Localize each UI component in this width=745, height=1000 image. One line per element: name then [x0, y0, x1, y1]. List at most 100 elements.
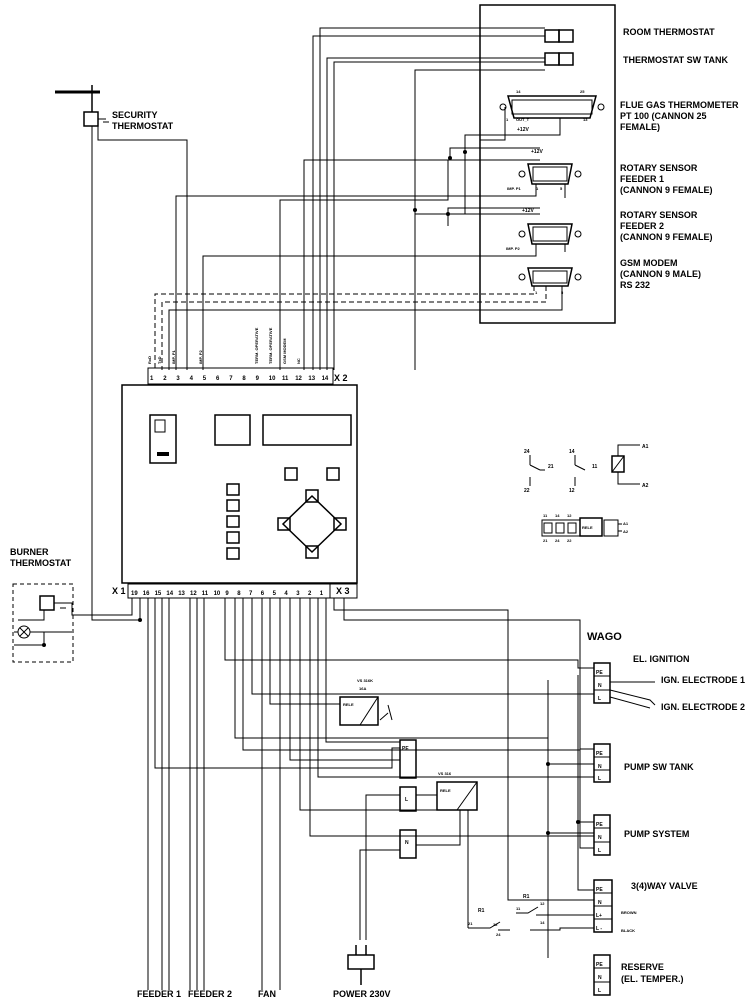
pump-sys-n: N: [598, 835, 602, 841]
x1-pin-2: 2: [308, 591, 312, 597]
power-wires: [147, 598, 656, 990]
rotary-feeder2-connector: [518, 223, 582, 245]
relay-bottom-24: 24: [555, 538, 560, 543]
r1b-11: 11: [516, 906, 521, 911]
x1-pin-14: 14: [166, 591, 173, 597]
vs316k-line2: 16A: [359, 686, 366, 691]
relay-bottom-22: 22: [567, 538, 572, 543]
gsm-modem-line3: RS 232: [620, 280, 650, 290]
x2-pin-9: 9: [256, 376, 260, 382]
x2-signal-rxd: RxD: [147, 356, 152, 364]
relay-socket-block: [541, 517, 622, 537]
relay-12: 12: [569, 488, 575, 494]
rotary-feeder2-line3: (CANNON 9 FEMALE): [620, 232, 713, 242]
black-label: BLACK: [621, 928, 635, 933]
x1-label: X 1: [112, 586, 126, 596]
ign-electrode2-label: IGN. ELECTRODE 2: [661, 702, 745, 712]
x1-pin-10: 10: [214, 591, 221, 597]
r1a-22: 22: [493, 922, 498, 927]
relay-top-14: 14: [555, 513, 560, 518]
r1-label-b: R1: [523, 894, 530, 900]
valve-pe: PE: [596, 887, 603, 893]
vs316-label: VS 316: [438, 771, 452, 776]
controller-keypad-diamond[interactable]: [277, 467, 347, 559]
relay-block-a2: A2: [623, 529, 629, 534]
x1-pin-19: 19: [131, 591, 138, 597]
x2-signal-term-op1: TERM. OPERATIVE: [254, 327, 259, 364]
relay-block-rele: RELE: [582, 525, 593, 530]
x2-signal-imp-p2: IMP. P2: [198, 350, 203, 364]
burner-thermostat-line1: BURNER: [10, 547, 49, 557]
fan-label: FAN: [258, 989, 276, 999]
relay-top-11: 11: [543, 513, 548, 518]
x1-pin-4: 4: [284, 591, 288, 597]
vs316-rele: RELE: [440, 788, 451, 793]
x1-pin-8: 8: [237, 591, 241, 597]
gsm-pin1: 1: [535, 290, 538, 295]
reserve-line1: RESERVE: [621, 962, 664, 972]
imp-p1-connector-label: IMP. P1: [507, 186, 521, 191]
x2-signal-txd: TxD: [157, 356, 162, 364]
reserve-l: L: [598, 988, 601, 994]
gsm-modem-line2: (CANNON 9 MALE): [620, 269, 701, 279]
burner-wires: [14, 598, 142, 647]
r1a-24: 24: [496, 932, 501, 937]
pump-sys-l: L: [598, 848, 601, 854]
feeder2-label: FEEDER 2: [188, 989, 232, 999]
flue-pin-14: 14: [516, 89, 521, 94]
rotary-feeder1-connector: [518, 163, 582, 185]
rotary-feeder2-line1: ROTARY SENSOR: [620, 210, 698, 220]
r1a-21: 21: [468, 921, 473, 926]
internal-terminal-blocks: [399, 739, 417, 859]
x2-signal-imp-p1: IMP. P1: [171, 350, 176, 364]
controller-buttons-left[interactable]: [226, 483, 240, 560]
pump-sw-tank-label: PUMP SW TANK: [624, 762, 694, 772]
x2-pin-11: 11: [282, 376, 289, 382]
flue-pin-13: 13: [583, 117, 588, 122]
vs316k-rele: RELE: [343, 702, 354, 707]
flue-pin-1: 1: [506, 117, 509, 122]
relay-block-a1: A1: [623, 521, 629, 526]
wago-valve-terminals: [593, 879, 613, 933]
plus12v-label-2: +12V: [531, 149, 543, 155]
x2-pin-2: 2: [163, 376, 167, 382]
security-thermostat-line2: THERMOSTAT: [112, 121, 174, 131]
x1-pin-5: 5: [273, 591, 277, 597]
pump-sw-pe: PE: [596, 751, 603, 757]
r1-label-a: R1: [478, 908, 485, 914]
room-thermostat-label: ROOM THERMOSTAT: [623, 27, 715, 37]
x2-pin-14: 14: [322, 376, 329, 382]
flue-gas-line3: FEMALE): [620, 122, 660, 132]
x2-label: X 2: [334, 373, 348, 383]
relay-a2: A2: [642, 483, 649, 489]
reserve-pe: PE: [596, 962, 603, 968]
rotary-feeder1-line1: ROTARY SENSOR: [620, 163, 698, 173]
ign-l: L: [598, 696, 601, 702]
x1-pin-7: 7: [249, 591, 253, 597]
x1-pin-13: 13: [178, 591, 185, 597]
reserve-n: N: [598, 975, 602, 981]
plus12v-label-3: +12V: [522, 208, 534, 214]
x1-pin-1: 1: [320, 591, 324, 597]
relay-21: 21: [548, 464, 554, 470]
x2-pin-1: 1: [150, 376, 154, 382]
security-thermostat-line1: SECURITY: [112, 110, 158, 120]
int-l: L: [405, 797, 408, 803]
x1-pin-9: 9: [225, 591, 229, 597]
vs316k-line1: VS 316K: [357, 678, 373, 683]
relay-11: 11: [592, 464, 598, 470]
signal-wires: [91, 27, 566, 621]
sw-tank-thermostat-terminal: [544, 52, 574, 66]
x3-label: X 3: [336, 586, 350, 596]
int-n: N: [405, 840, 409, 846]
feeder1-label: FEEDER 1: [137, 989, 181, 999]
thermostat-sw-tank-label: THERMOSTAT SW TANK: [623, 55, 728, 65]
burner-thermostat-line2: THERMOSTAT: [10, 558, 72, 568]
gsm-modem-connector: [518, 267, 582, 287]
flue-gas-line2: PT 100 (CANNON 25: [620, 111, 707, 121]
wago-ignition-terminals: [593, 662, 611, 704]
rotary-feeder1-line2: FEEDER 1: [620, 174, 664, 184]
relay-vs316k: [339, 696, 393, 726]
